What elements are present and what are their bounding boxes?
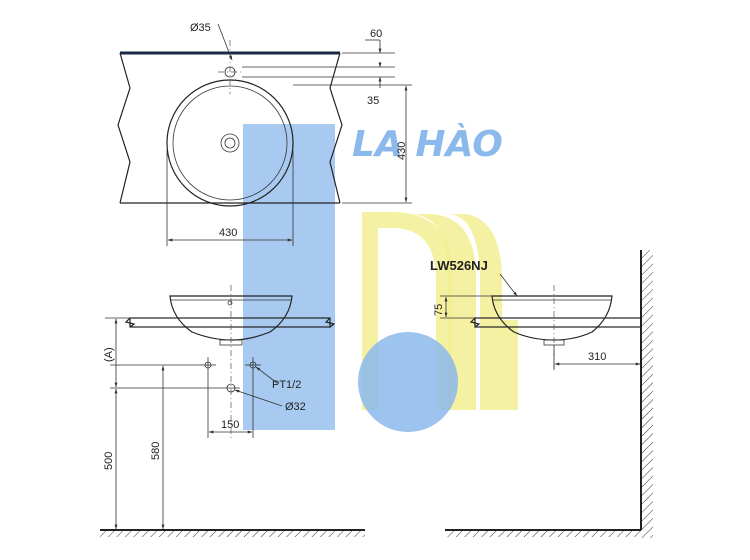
watermark-yellow-arch-3 <box>450 214 502 410</box>
spacing-label: 150 <box>221 419 239 431</box>
faucet-hole-diameter-label: Ø35 <box>190 22 211 34</box>
height-580-label: 580 <box>150 442 162 460</box>
drain-diameter-label: Ø32 <box>285 401 306 413</box>
drain-inner <box>224 137 236 149</box>
side-floor-hatch <box>445 530 641 537</box>
bowl-inner-rim <box>172 85 288 201</box>
watermark-brand-text: LA HÀO <box>352 123 503 165</box>
watermark-yellow-arch-2 <box>410 214 476 410</box>
height-500-label: 500 <box>103 452 115 470</box>
front-view: PT1/2 Ø32 150 (A) 500 580 <box>100 285 365 537</box>
drain-outer <box>220 133 240 153</box>
side-wall-hatch <box>641 250 653 538</box>
side-view: LW526NJ 75 310 <box>430 250 653 538</box>
countertop-left-break <box>117 52 131 204</box>
model-label: LW526NJ <box>430 258 488 273</box>
height-a-label: (A) <box>103 347 115 362</box>
countertop-right-break <box>329 52 343 204</box>
front-floor-hatch <box>100 530 365 537</box>
rim-height-label: 75 <box>433 304 445 316</box>
edge-offset-top-label: 60 <box>370 28 382 40</box>
pipe-thread-label: PT1/2 <box>272 379 301 391</box>
wall-distance-label: 310 <box>588 351 606 363</box>
depth-label: 430 <box>396 142 408 160</box>
bowl-width-label: 430 <box>219 227 237 239</box>
top-view: Ø35 60 35 430 430 <box>117 22 412 246</box>
watermark-blue-dot <box>358 332 458 432</box>
watermark-blue-bar <box>243 124 335 430</box>
hole-offset-label: 35 <box>367 95 379 107</box>
watermark-logo: LA HÀO <box>243 123 518 432</box>
watermark-yellow-stem <box>502 320 518 410</box>
